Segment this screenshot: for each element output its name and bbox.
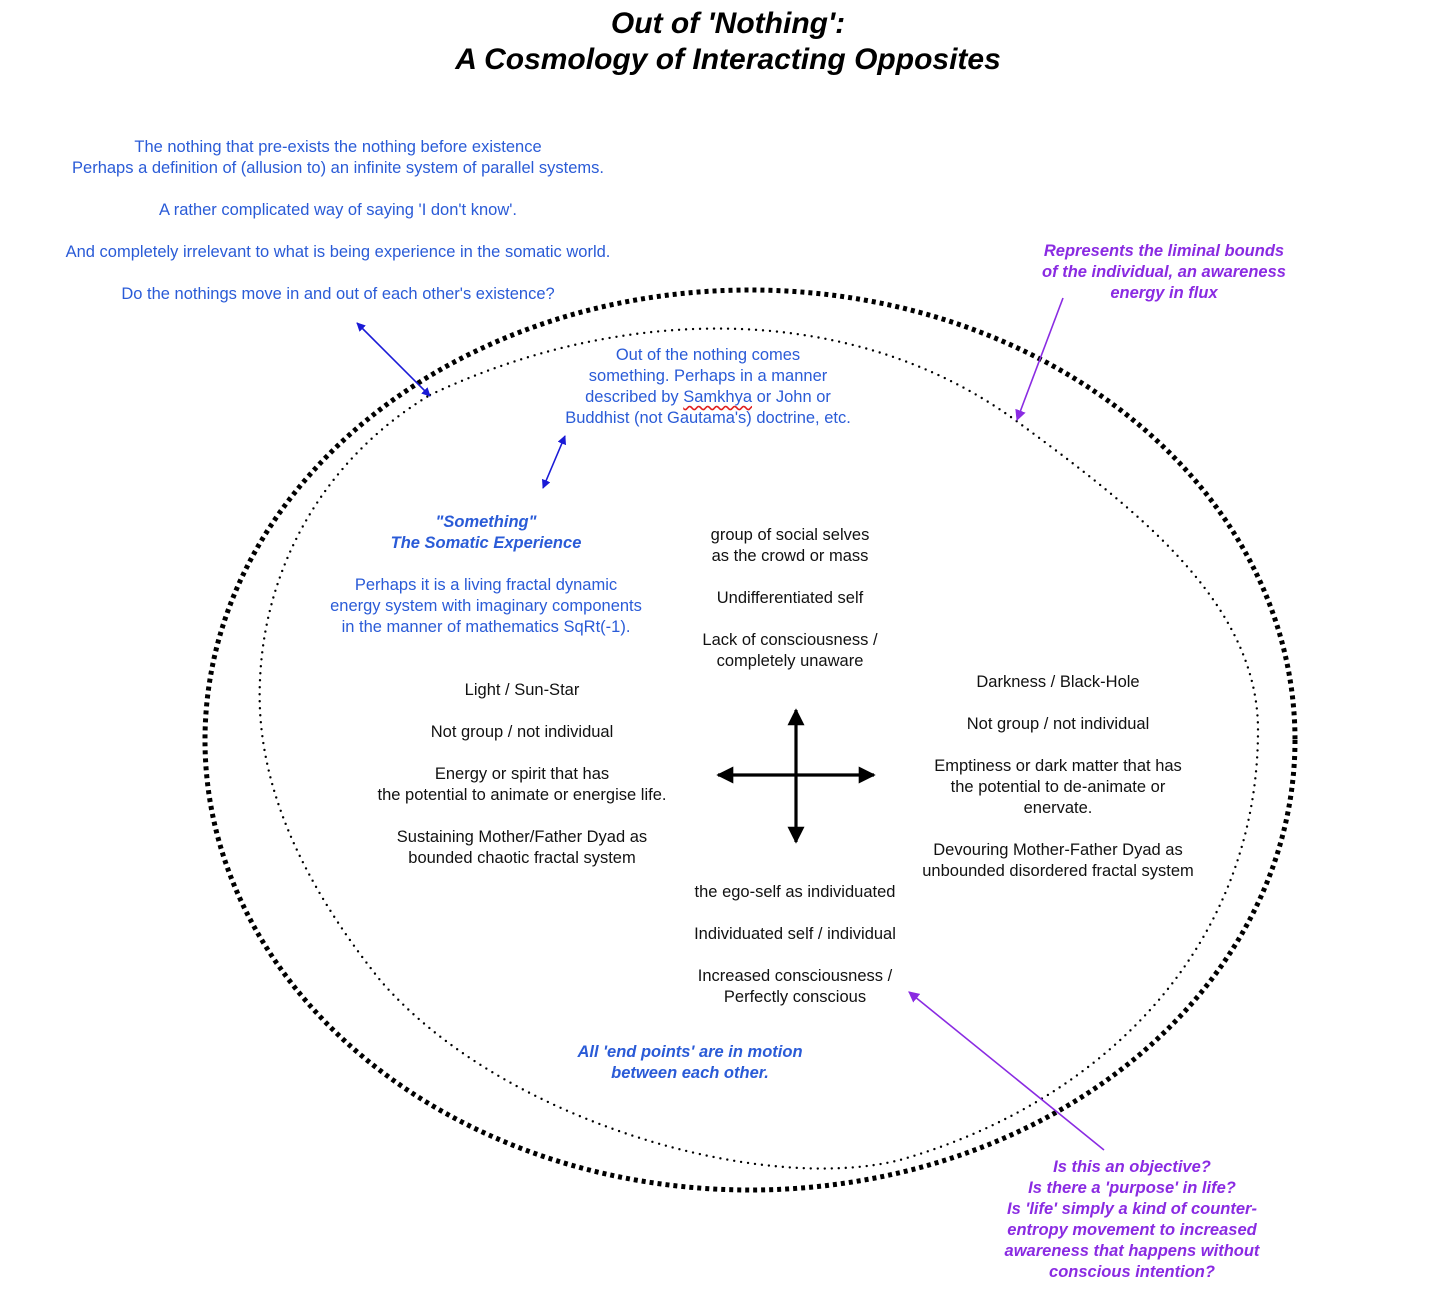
somatic-note: "Something" The Somatic Experience Perha… [276,512,696,638]
left-pole-line-1: Light / Sun-Star [464,681,580,699]
right-pole-line-1: Darkness / Black-Hole [976,673,1140,691]
top-pole-line-3: Undifferentiated self [716,589,864,607]
right-pole-line-2: Not group / not individual [966,715,1150,733]
somatic-line-3: in the manner of mathematics SqRt(-1). [341,618,631,636]
motion-note-line-2: between each other. [611,1064,769,1082]
right-pole-line-5: enervate. [1023,799,1093,817]
nothing-note: The nothing that pre-exists the nothing … [8,137,668,305]
bottom-pole-line-2: Individuated self / individual [694,925,896,943]
liminal-note-line-3: energy in flux [1110,284,1218,302]
objective-note-line-1: Is this an objective? [1053,1158,1211,1176]
right-pole-text: Darkness / Black-Hole Not group / not in… [878,672,1238,882]
objective-pointer-arrow [908,991,1105,1151]
somatic-heading-2: The Somatic Experience [390,534,582,552]
motion-note-line-1: All 'end points' are in motion [577,1043,803,1061]
top-pole-line-4: Lack of consciousness / [702,631,878,649]
page-title: Out of 'Nothing': A Cosmology of Interac… [0,6,1456,78]
something-somatic-arrow [542,435,566,489]
left-pole-line-6: bounded chaotic fractal system [408,849,636,867]
title-line-2: A Cosmology of Interacting Opposites [455,43,1001,76]
nothing-note-line-3: A rather complicated way of saying 'I do… [159,201,517,219]
motion-note: All 'end points' are in motion between e… [530,1042,850,1084]
title-line-1: Out of 'Nothing': [610,7,846,40]
top-pole-text: group of social selves as the crowd or m… [650,525,930,672]
something-note-line-3: described by Samkhya or John or [518,387,898,408]
objective-note-line-4: entropy movement to increased [1007,1221,1257,1239]
outer-nothing-boundary [202,287,1298,1193]
nothing-note-line-5: Do the nothings move in and out of each … [121,285,555,303]
something-note: Out of the nothing comes something. Perh… [518,345,898,429]
something-note-line-3-start: described by [585,388,684,406]
left-pole-text: Light / Sun-Star Not group / not individ… [332,680,712,869]
objective-note: Is this an objective? Is there a 'purpos… [962,1157,1302,1283]
bottom-pole-line-1: the ego-self as individuated [694,883,896,901]
spellcheck-flagged-word: Samkhya [683,388,753,406]
something-note-line-3-end: or John or [752,388,831,406]
top-pole-line-5: completely unaware [716,652,864,670]
left-pole-line-2: Not group / not individual [430,723,614,741]
objective-note-line-2: Is there a 'purpose' in life? [1028,1179,1236,1197]
right-pole-line-3: Emptiness or dark matter that has [934,757,1182,775]
central-cross-arrows [716,708,876,844]
right-pole-line-6: Devouring Mother-Father Dyad as [933,841,1183,859]
nothing-note-line-2: Perhaps a definition of (allusion to) an… [72,159,604,177]
bottom-pole-line-4: Perfectly conscious [723,988,867,1006]
left-pole-line-5: Sustaining Mother/Father Dyad as [396,828,648,846]
nothing-boundary-arrow [356,322,431,397]
objective-note-line-6: conscious intention? [1049,1263,1215,1281]
something-note-line-1: Out of the nothing comes [615,346,801,364]
nothing-note-line-4: And completely irrelevant to what is bei… [65,243,611,261]
top-pole-line-2: as the crowd or mass [711,547,869,565]
somatic-heading-1: "Something" [435,513,537,531]
liminal-note-line-2: of the individual, an awareness [1042,263,1286,281]
bottom-pole-line-3: Increased consciousness / [697,967,893,985]
liminal-note: Represents the liminal bounds of the ind… [1004,241,1324,304]
something-note-line-4: Buddhist (not Gautama's) doctrine, etc. [565,409,851,427]
liminal-note-line-1: Represents the liminal bounds [1043,242,1285,260]
right-pole-line-4: the potential to de-animate or [950,778,1166,796]
left-pole-line-3: Energy or spirit that has [434,765,610,783]
top-pole-line-1: group of social selves [710,526,870,544]
something-note-line-2: something. Perhaps in a manner [588,367,828,385]
bottom-pole-text: the ego-self as individuated Individuate… [650,882,940,1008]
nothing-note-line-1: The nothing that pre-exists the nothing … [134,138,542,156]
objective-note-line-3: Is 'life' simply a kind of counter- [1007,1200,1257,1218]
left-pole-line-4: the potential to animate or energise lif… [377,786,667,804]
right-pole-line-7: unbounded disordered fractal system [922,862,1194,880]
somatic-line-1: Perhaps it is a living fractal dynamic [354,576,618,594]
liminal-pointer-arrow [1015,297,1064,422]
somatic-line-2: energy system with imaginary components [330,597,642,615]
inner-liminal-boundary [258,327,1260,1170]
objective-note-line-5: awareness that happens without [1004,1242,1260,1260]
